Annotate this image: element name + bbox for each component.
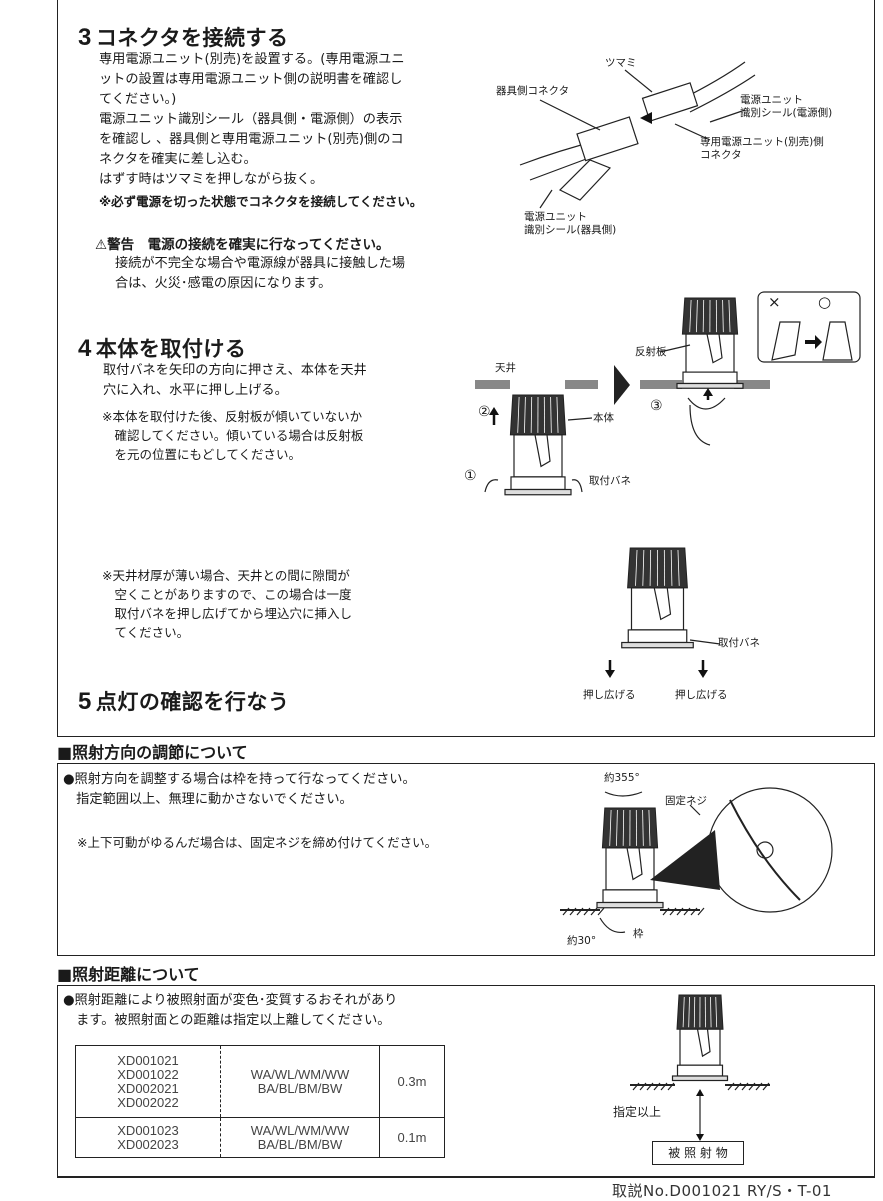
- spring-arrow-left: [485, 480, 498, 492]
- spring-arrow-right: [572, 480, 582, 492]
- heatsink-fin: [703, 300, 704, 332]
- magnifier-circle: [708, 788, 832, 912]
- flange: [677, 384, 743, 389]
- leader-screw: [690, 805, 700, 815]
- housing: [632, 588, 684, 630]
- spread-arrow-right-head: [698, 670, 708, 678]
- flange: [673, 1076, 728, 1081]
- leader-body: [568, 418, 592, 420]
- insert-arrow: [640, 112, 652, 124]
- fixture-before-install: [505, 395, 571, 495]
- next-step-arrow: [614, 365, 630, 405]
- leader-unit-connector: [675, 124, 710, 140]
- fixture-spring-spread: [622, 548, 694, 648]
- housing: [514, 435, 562, 477]
- distance-arrow-top: [696, 1089, 704, 1096]
- wrong-reflector: [772, 322, 800, 360]
- leader-knob: [625, 70, 652, 92]
- fixture-installed: [677, 298, 743, 388]
- housing: [680, 1029, 720, 1065]
- base: [628, 630, 687, 643]
- push-arrow-3-head: [703, 388, 713, 396]
- leader-seal-power: [710, 110, 745, 122]
- fixture-adjustable: [597, 808, 663, 908]
- base: [678, 1065, 723, 1076]
- magnifier-beam: [650, 830, 720, 890]
- tilt-arrow: [600, 918, 625, 932]
- base: [511, 477, 565, 490]
- fixture-distance: [673, 995, 728, 1081]
- arrow-to-right: [805, 335, 822, 349]
- hand: [688, 398, 725, 445]
- distance-arrow-bottom: [696, 1134, 704, 1141]
- flange: [505, 490, 571, 495]
- housing: [686, 334, 734, 372]
- spread-arrow-left-head: [605, 670, 615, 678]
- heatsink-fin: [531, 397, 532, 433]
- right-reflector: [823, 322, 852, 360]
- housing: [606, 848, 654, 890]
- base: [683, 372, 737, 383]
- heatsink-fin: [623, 810, 624, 846]
- ceiling-right: [565, 380, 598, 389]
- ceiling-left-2: [640, 380, 682, 389]
- ceiling-left: [475, 380, 510, 389]
- rotation-arrow: [605, 792, 642, 796]
- push-up-arrow-head: [489, 407, 499, 415]
- flange: [622, 643, 694, 648]
- leader-fixture-connector: [540, 100, 600, 130]
- flange: [597, 903, 663, 908]
- base: [603, 890, 657, 903]
- leader-spring2: [690, 640, 720, 644]
- leader-seal-fixture: [540, 190, 552, 208]
